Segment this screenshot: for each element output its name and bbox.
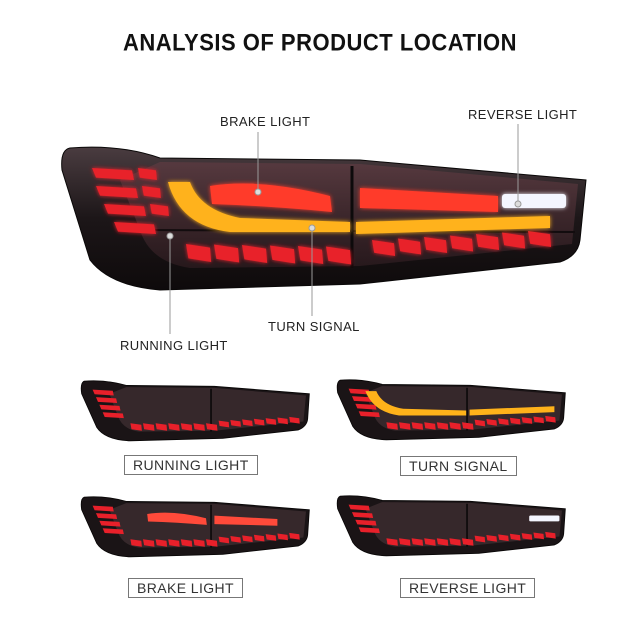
variant-lamp-reverse [336,495,566,557]
callout-running-light: RUNNING LIGHT [120,338,228,353]
page-title: ANALYSIS OF PRODUCT LOCATION [122,28,518,56]
variant-label-running: RUNNING LIGHT [124,455,258,475]
variant-label-reverse: REVERSE LIGHT [400,578,536,598]
turn-signal-element [168,182,550,234]
brake-light-element [210,183,498,212]
running-light-chevrons [92,168,552,265]
callout-leaders [166,124,522,334]
callout-reverse-light: REVERSE LIGHT [468,107,578,122]
variant-label-turn: TURN SIGNAL [400,456,517,476]
callout-brake-light: BRAKE LIGHT [220,114,311,129]
variant-label-brake: BRAKE LIGHT [128,578,243,598]
variant-lamp-turn [336,379,566,441]
callout-turn-signal: TURN SIGNAL [268,319,360,334]
variant-lamp-brake [80,496,310,558]
variant-lamp-running [80,380,310,442]
